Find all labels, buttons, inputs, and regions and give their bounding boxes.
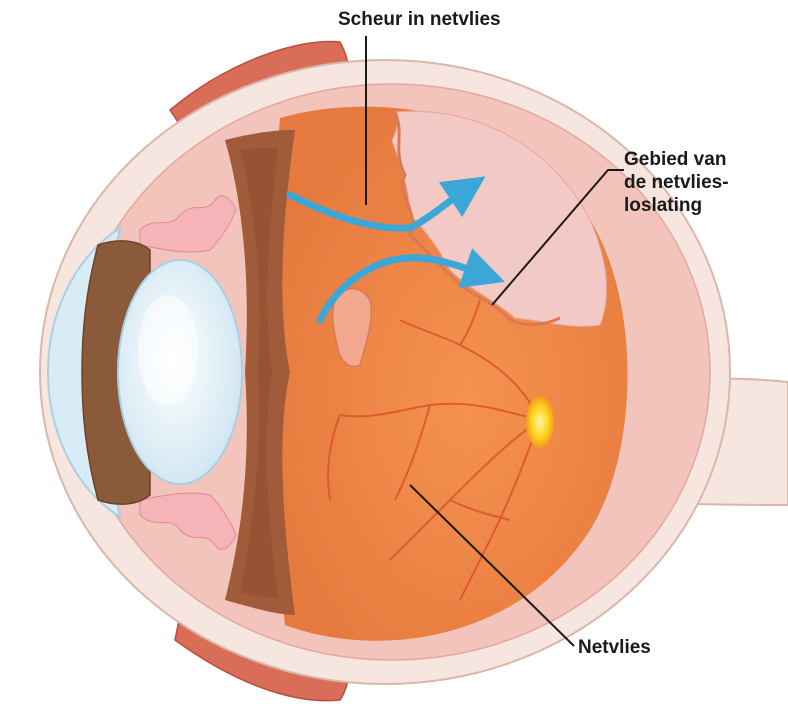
label-retina: Netvlies (578, 636, 651, 659)
label-detachment-line-1: Gebied van (624, 148, 729, 171)
optic-disc (526, 396, 554, 448)
label-detachment-line-2: de netvlies- (624, 171, 729, 194)
label-detachment-area: Gebied van de netvlies- loslating (624, 148, 729, 217)
lens-highlight (138, 295, 198, 405)
label-retinal-tear: Scheur in netvlies (338, 8, 501, 31)
label-detachment-line-3: loslating (624, 194, 729, 217)
